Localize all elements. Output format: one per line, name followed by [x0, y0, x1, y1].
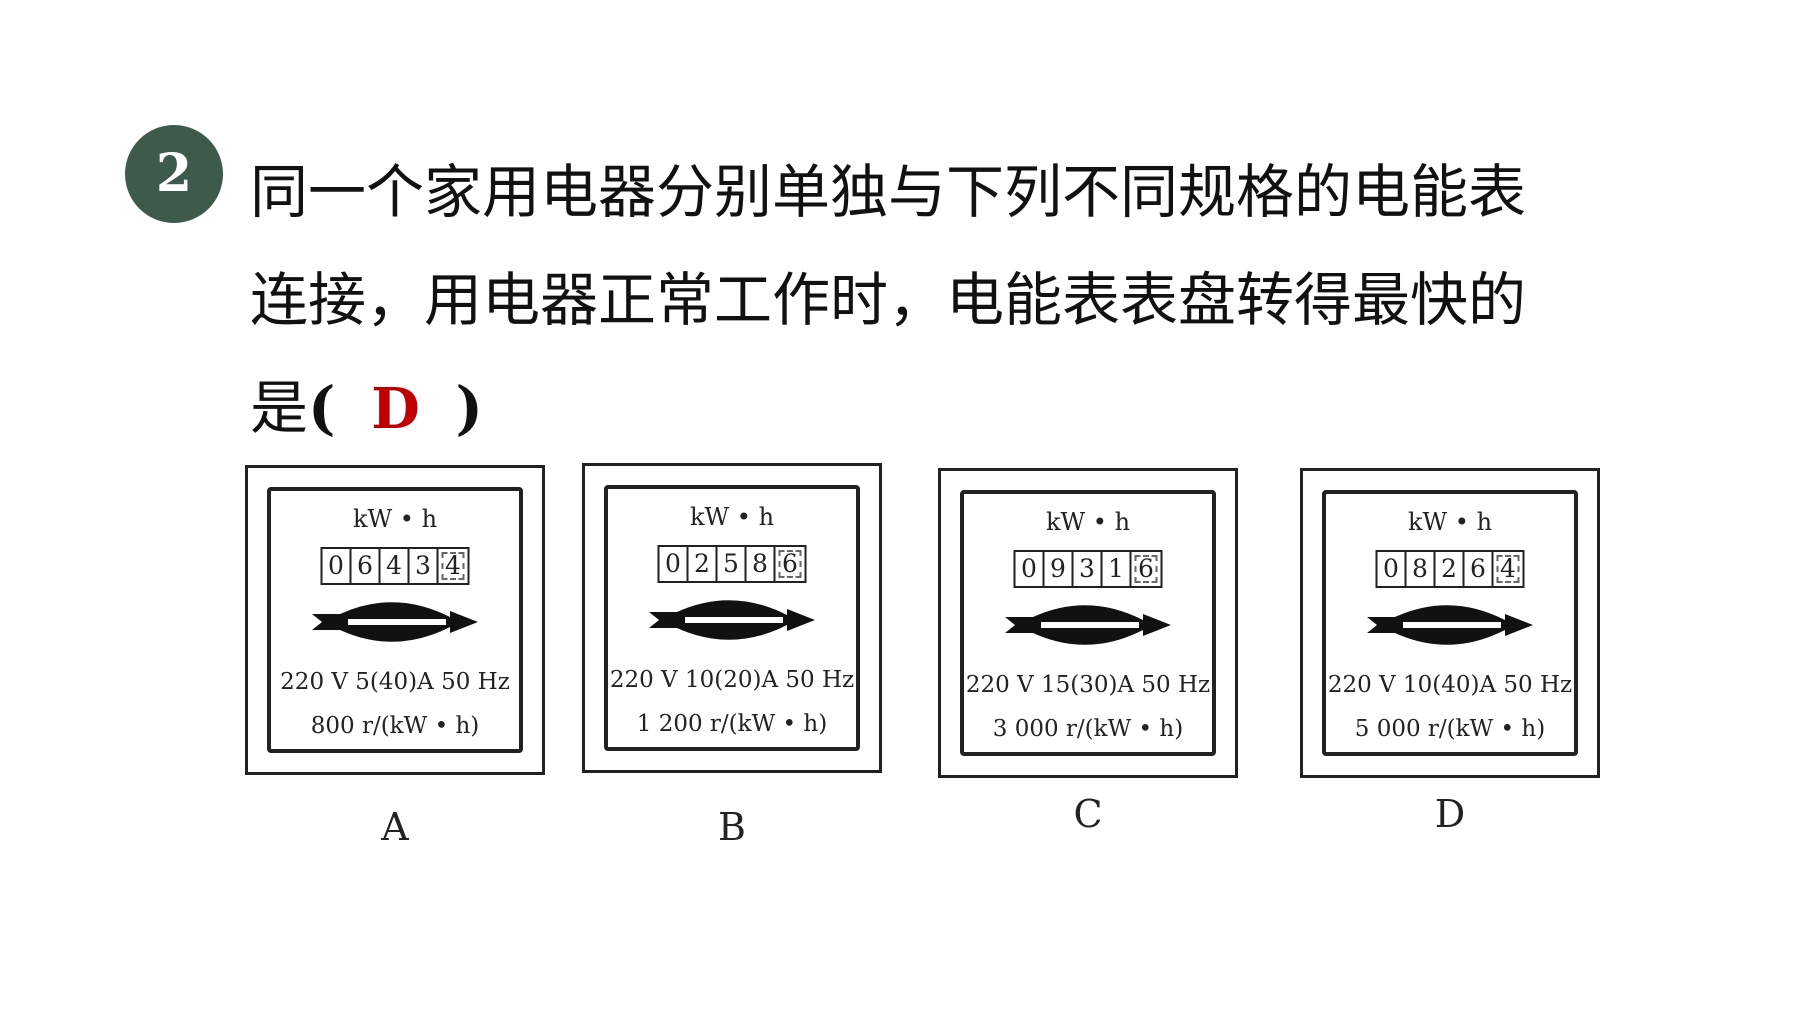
meter-counter: 0 2 5 8 6 [657, 545, 807, 583]
counter-digit: 9 [1045, 552, 1074, 586]
meter-rate: 5 000 r/(kW • h) [1354, 716, 1546, 742]
meter-spec: 220 V 10(40)A 50 Hz [1327, 672, 1573, 698]
counter-digit: 1 [1103, 552, 1132, 586]
rotating-disc-icon [649, 600, 815, 640]
meter-unit: kW • h [1407, 508, 1493, 536]
counter-digit: 0 [323, 549, 352, 583]
meter-face: kW • h 0 2 5 8 6 220 V 10(20)A 50 Hz 1 2… [604, 485, 860, 751]
counter-digit: 3 [1074, 552, 1103, 586]
counter-digit: 0 [660, 547, 689, 581]
meter-face: kW • h 0 8 2 6 4 220 V 10(40)A 50 Hz 5 0… [1322, 490, 1578, 756]
question-text: 同一个家用电器分别单独与下列不同规格的电能表 连接，用电器正常工作时，电能表表盘… [250, 138, 1610, 462]
question-line-3: 是( D) [250, 354, 1610, 462]
counter-digit: 6 [1465, 552, 1494, 586]
counter-digit: 8 [1407, 552, 1436, 586]
meter-rate: 1 200 r/(kW • h) [636, 711, 828, 737]
counter-digit: 0 [1378, 552, 1407, 586]
meter-spec: 220 V 10(20)A 50 Hz [609, 667, 855, 693]
meter-unit: kW • h [689, 503, 775, 531]
meter-face: kW • h 0 6 4 3 4 220 V 5(40)A 50 Hz 800 … [267, 487, 523, 753]
meter-rate: 800 r/(kW • h) [310, 713, 480, 739]
meter-d: kW • h 0 8 2 6 4 220 V 10(40)A 50 Hz 5 0… [1300, 468, 1600, 778]
meter-counter: 0 8 2 6 4 [1375, 550, 1525, 588]
counter-decimal-digit: 6 [1132, 552, 1161, 586]
open-paren: ( [308, 374, 336, 442]
counter-digit: 6 [352, 549, 381, 583]
question-line-1: 同一个家用电器分别单独与下列不同规格的电能表 [250, 158, 1527, 226]
meter-label-b: B [718, 805, 746, 849]
meter-a: kW • h 0 6 4 3 4 220 V 5(40)A 50 Hz 800 … [245, 465, 545, 775]
rotating-disc-icon [1005, 605, 1171, 645]
rotating-disc-icon [1367, 605, 1533, 645]
meter-rate: 3 000 r/(kW • h) [992, 716, 1184, 742]
meter-unit: kW • h [1045, 508, 1131, 536]
close-paren: ) [455, 374, 483, 442]
counter-digit: 3 [410, 549, 439, 583]
question-line-3-prefix: 是 [250, 374, 309, 442]
question-line-2: 连接，用电器正常工作时，电能表表盘转得最快的 [250, 266, 1527, 334]
counter-decimal-digit: 6 [776, 547, 805, 581]
meter-counter: 0 6 4 3 4 [320, 547, 470, 585]
meter-counter: 0 9 3 1 6 [1013, 550, 1163, 588]
meter-unit: kW • h [352, 505, 438, 533]
rotating-disc-icon [312, 602, 478, 642]
meter-spec: 220 V 15(30)A 50 Hz [965, 672, 1211, 698]
meter-label-d: D [1434, 792, 1466, 836]
meter-label-c: C [1073, 792, 1103, 836]
meter-label-a: A [381, 805, 409, 849]
counter-digit: 5 [718, 547, 747, 581]
meter-c: kW • h 0 9 3 1 6 220 V 15(30)A 50 Hz 3 0… [938, 468, 1238, 778]
counter-digit: 2 [689, 547, 718, 581]
question-number-badge: 2 [125, 125, 223, 223]
answer-value: D [371, 376, 420, 442]
meter-spec: 220 V 5(40)A 50 Hz [280, 669, 510, 695]
counter-digit: 0 [1016, 552, 1045, 586]
meter-face: kW • h 0 9 3 1 6 220 V 15(30)A 50 Hz 3 0… [960, 490, 1216, 756]
counter-digit: 8 [747, 547, 776, 581]
counter-digit: 4 [381, 549, 410, 583]
meter-b: kW • h 0 2 5 8 6 220 V 10(20)A 50 Hz 1 2… [582, 463, 882, 773]
counter-decimal-digit: 4 [1494, 552, 1523, 586]
counter-digit: 2 [1436, 552, 1465, 586]
counter-decimal-digit: 4 [439, 549, 468, 583]
